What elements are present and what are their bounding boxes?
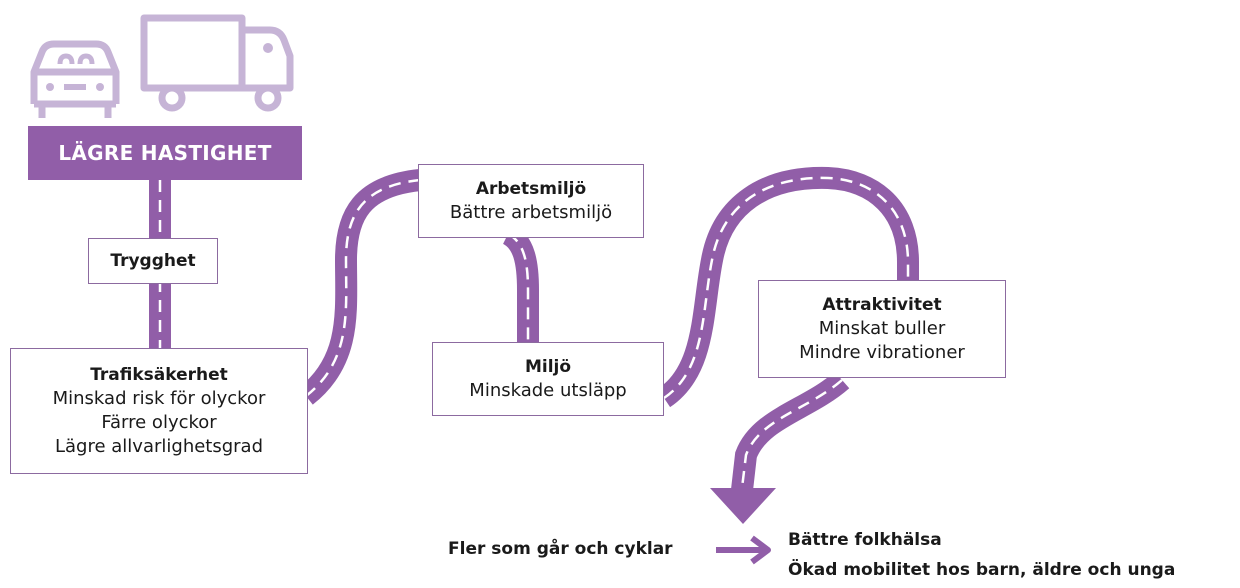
truck-icon [140, 14, 294, 112]
box-trafiksakerhet: Trafiksäkerhet Minskad risk för olyckor … [10, 348, 308, 474]
box-miljo: Miljö Minskade utsläpp [432, 342, 664, 416]
trygghet-label: Trygghet [110, 251, 196, 271]
arrow-right-icon [716, 535, 771, 565]
trafik-line: Minskad risk för olyckor [52, 388, 266, 409]
arbete-line: Bättre arbetsmiljö [449, 202, 613, 223]
road-segment-4 [731, 371, 850, 492]
banner-lagre-hastighet: LÄGRE HASTIGHET [28, 126, 302, 180]
road-segment-1 [298, 169, 422, 405]
car-icon [30, 40, 120, 118]
miljo-title: Miljö [524, 357, 572, 377]
road-arrowhead [710, 488, 776, 524]
arbete-title: Arbetsmiljö [475, 179, 587, 199]
outcome-line2: Ökad mobilitet hos barn, äldre och unga [788, 560, 1176, 580]
outcome-line1: Bättre folkhälsa [788, 530, 942, 550]
fler-label: Fler som går och cyklar [448, 539, 673, 559]
box-attraktivitet: Attraktivitet Minskat buller Mindre vibr… [758, 280, 1006, 378]
miljo-line: Minskade utsläpp [469, 380, 627, 401]
road-segment-2 [502, 224, 539, 345]
trafik-title: Trafiksäkerhet [90, 365, 228, 385]
box-arbetsmiljo: Arbetsmiljö Bättre arbetsmiljö [418, 164, 644, 238]
attrakt-title: Attraktivitet [822, 295, 942, 315]
attrakt-line: Mindre vibrationer [799, 342, 965, 363]
trafik-line: Färre olyckor [101, 412, 217, 433]
trafik-line: Lägre allvarlighetsgrad [54, 436, 264, 457]
attrakt-line: Minskat buller [818, 318, 946, 339]
box-trygghet: Trygghet [88, 238, 218, 284]
